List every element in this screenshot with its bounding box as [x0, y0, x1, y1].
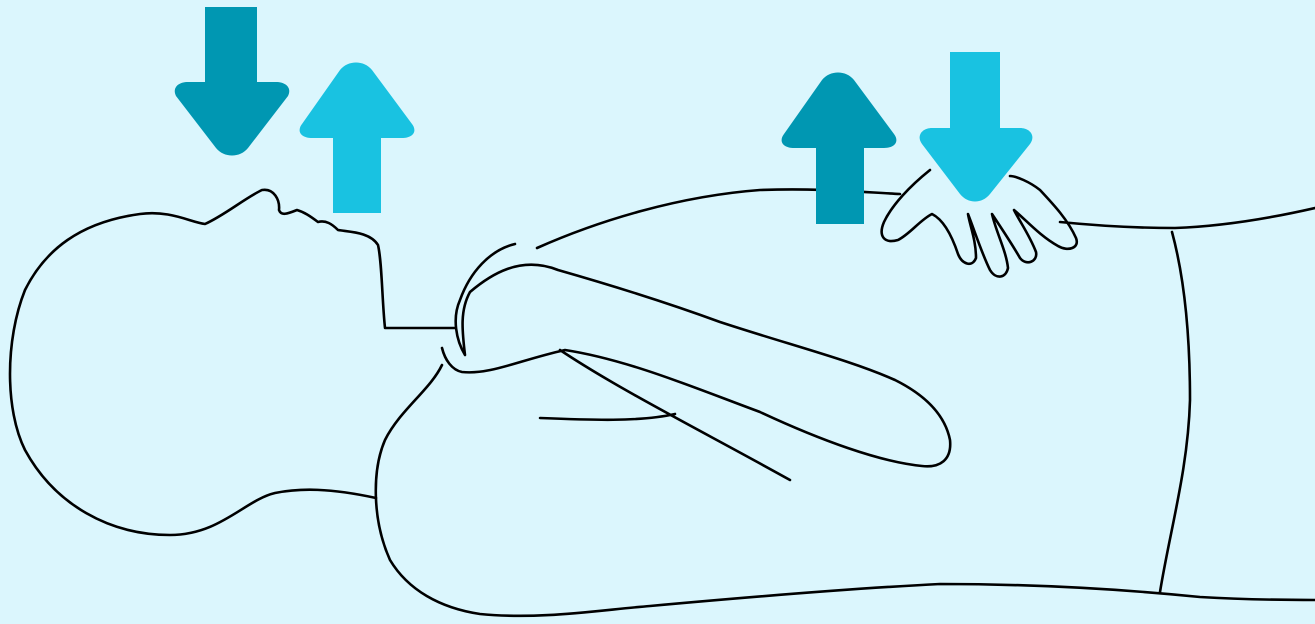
arrow-up-icon — [300, 63, 415, 214]
head-outline — [10, 190, 455, 535]
arrow-down-icon — [175, 7, 290, 156]
arrow-down-icon — [920, 52, 1033, 202]
body-side-line — [1160, 232, 1190, 592]
torso-outline — [376, 365, 1315, 616]
sleeve-line — [540, 414, 675, 420]
arrow-up-icon — [782, 73, 897, 225]
arm-outline — [442, 244, 950, 466]
